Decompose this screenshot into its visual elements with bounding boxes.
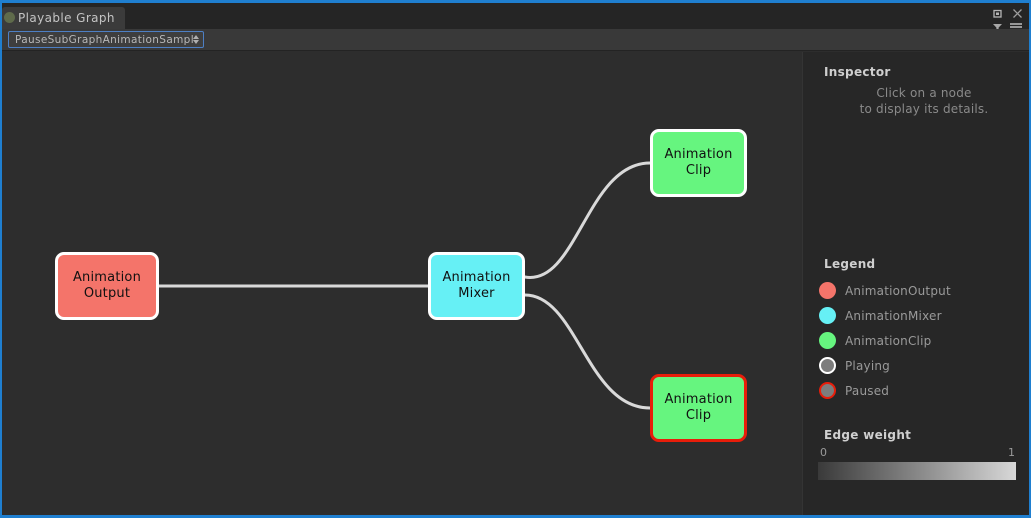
node-label-line1: Animation	[664, 147, 733, 162]
graph-edges	[157, 161, 652, 410]
legend-label: AnimationClip	[845, 333, 932, 348]
node-label-line1: Animation	[442, 270, 511, 285]
legend-swatch-icon	[819, 307, 836, 324]
legend-item: AnimationClip	[819, 328, 1024, 353]
legend-item: Paused	[819, 378, 1024, 403]
inspector-title: Inspector	[824, 65, 891, 79]
edge-weight-scale: 0 1	[820, 446, 1015, 459]
legend-swatch-icon	[819, 357, 836, 374]
legend-label: Paused	[845, 383, 890, 398]
node-label-line2: Output	[83, 286, 131, 301]
legend-swatch-icon	[819, 282, 836, 299]
playable-graph-icon	[4, 12, 15, 23]
graph-edge	[523, 161, 652, 279]
node-label-line1: Animation	[72, 270, 142, 285]
legend-item: AnimationMixer	[819, 303, 1024, 328]
node-label-line2: Clip	[685, 408, 712, 423]
inspector-hint-line2: to display its details.	[859, 102, 989, 116]
legend-label: AnimationOutput	[845, 283, 951, 298]
graph-toolbar: PauseSubGraphAnimationSample	[2, 29, 1029, 51]
maximize-icon[interactable]	[991, 7, 1004, 20]
legend-swatch-icon	[819, 332, 836, 349]
tab-label: Playable Graph	[18, 11, 115, 25]
edge-weight-min: 0	[820, 446, 827, 459]
edge-weight-max: 1	[1008, 446, 1015, 459]
graph-select-dropdown[interactable]: PauseSubGraphAnimationSample	[8, 31, 204, 48]
legend-swatch-icon	[819, 382, 836, 399]
playable-graph-window: Playable Graph	[2, 3, 1029, 515]
node-label-line2: Mixer	[458, 286, 495, 301]
legend-label: Playing	[845, 358, 890, 373]
window-title-bar: Playable Graph	[2, 3, 1029, 31]
node-label-line2: Clip	[685, 163, 712, 178]
inspector-hint: Click on a node to display its details.	[824, 85, 1024, 117]
updown-arrows-icon	[193, 35, 199, 44]
legend-item: Playing	[819, 353, 1024, 378]
side-panel: Inspector Click on a node to display its…	[802, 52, 1029, 515]
legend-label: AnimationMixer	[845, 308, 942, 323]
node-label-line1: Animation	[664, 392, 733, 407]
tab-playable-graph[interactable]: Playable Graph	[2, 7, 125, 29]
legend-item: AnimationOutput	[819, 278, 1024, 303]
legend-title: Legend	[824, 257, 876, 271]
close-icon[interactable]	[1011, 7, 1024, 20]
edge-weight-gradient-bar	[818, 462, 1016, 480]
inspector-hint-line1: Click on a node	[876, 86, 972, 100]
window-controls	[991, 7, 1024, 20]
graph-edge	[523, 293, 652, 410]
filter-icon[interactable]	[992, 22, 1005, 35]
edge-weight-title: Edge weight	[824, 428, 912, 442]
graph-select-value: PauseSubGraphAnimationSample	[15, 33, 193, 46]
